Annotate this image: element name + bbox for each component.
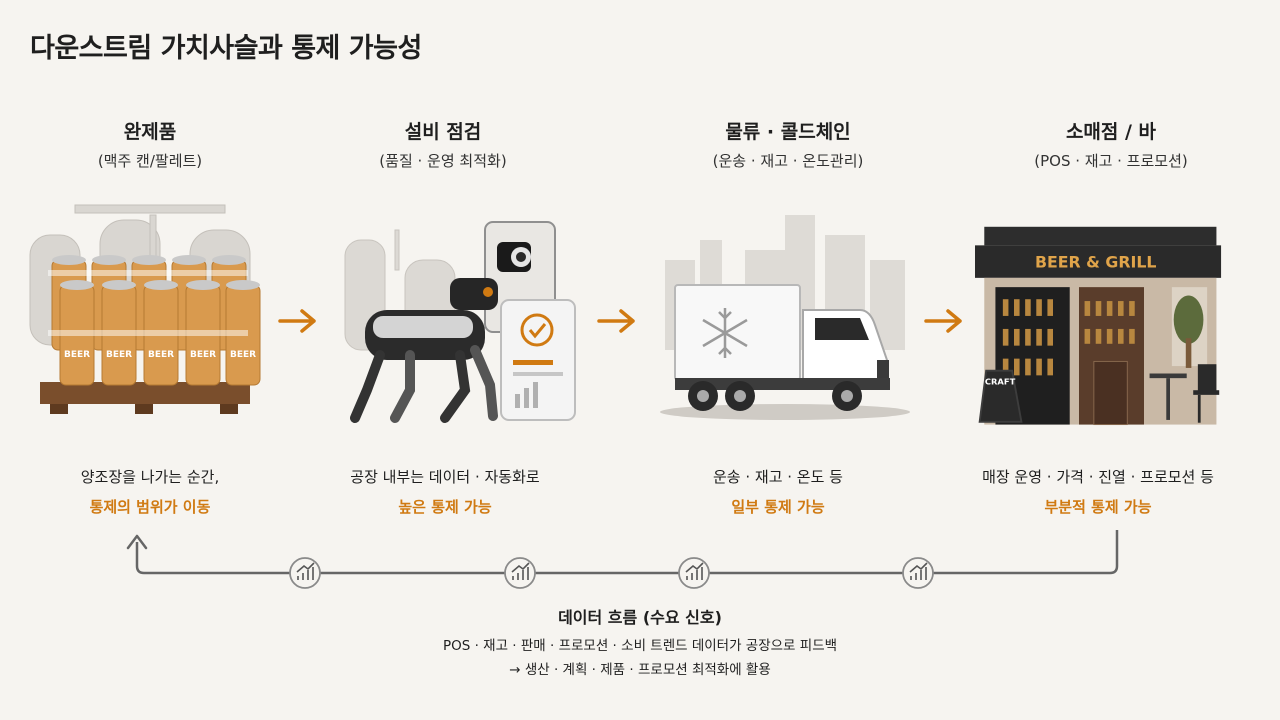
page-title: 다운스트림 가치사슬과 통제 가능성 — [30, 33, 422, 64]
caption-line: 양조장을 나가는 순간, — [80, 468, 220, 486]
stage-subtitle: (맥주 캔/팔레트) — [97, 152, 203, 170]
stage-caption: 양조장을 나가는 순간, 통제의 범위가 이동 — [0, 462, 300, 522]
can-lid — [144, 280, 178, 290]
stage-name: 설비 점검 — [404, 121, 482, 143]
can-lid — [60, 280, 94, 290]
stage-caption: 매장 운영 · 가격 · 진열 · 프로모션 등 부분적 통제 가능 — [948, 462, 1248, 522]
caption-highlight: 부분적 통제 가능 — [1044, 498, 1152, 516]
feedback-loop — [126, 530, 1119, 589]
stage-name: 물류 · 콜드체인 — [725, 121, 851, 143]
stage-name: 소매점 / 바 — [1065, 121, 1157, 143]
can-label: BEER — [230, 350, 256, 360]
arrow-right-icon — [278, 309, 316, 333]
stage-name: 완제품 — [123, 121, 177, 143]
can-label: BEER — [148, 350, 174, 360]
caption-line: 운송 · 재고 · 온도 등 — [713, 468, 843, 486]
stage-finished-goods: 완제품 (맥주 캔/팔레트) — [20, 118, 280, 171]
can-lid — [52, 255, 86, 265]
stage-logistics-coldchain: 물류 · 콜드체인 (운송 · 재고 · 온도관리) — [658, 118, 918, 171]
caption-highlight: 통제의 범위가 이동 — [89, 498, 211, 516]
can-label: BEER — [106, 350, 132, 360]
stage-caption: 운송 · 재고 · 온도 등 일부 통제 가능 — [628, 462, 928, 522]
checkmark-icon — [520, 313, 554, 347]
arrow-up-icon — [126, 534, 148, 550]
caption-line: 공장 내부는 데이터 · 자동화로 — [350, 468, 540, 486]
snowflake-icon — [702, 308, 748, 358]
stage-retail-bar: 소매점 / 바 (POS · 재고 · 프로모션) — [981, 118, 1241, 171]
stage-subtitle: (운송 · 재고 · 온도관리) — [712, 152, 864, 170]
chart-up-icon — [504, 557, 536, 589]
can-lid — [212, 255, 246, 265]
bar-storefront-illustration: BEER & GRILL CRAFT — [975, 226, 1222, 426]
arrow-right-icon — [597, 309, 635, 333]
can-lid — [226, 280, 260, 290]
store-sign: BEER & GRILL — [1035, 253, 1156, 272]
can-lid — [102, 280, 136, 290]
caption-highlight: 높은 통제 가능 — [398, 498, 492, 516]
robot-dog-illustration — [344, 221, 576, 423]
chalkboard-text: CRAFT — [985, 377, 1016, 387]
stage-subtitle: (POS · 재고 · 프로모션) — [1034, 152, 1188, 170]
chart-up-icon — [678, 557, 710, 589]
caption-line: 매장 운영 · 가격 · 진열 · 프로모션 등 — [982, 468, 1214, 486]
caption-highlight: 일부 통제 가능 — [731, 498, 825, 516]
data-flow-line: POS · 재고 · 판매 · 프로모션 · 소비 트렌드 데이터가 공장으로 … — [442, 638, 838, 654]
can-label: BEER — [190, 350, 216, 360]
data-flow-title: 데이터 흐름 (수요 신호) — [558, 608, 722, 627]
can-lid — [172, 255, 206, 265]
can-lid — [132, 255, 166, 265]
beer-pallet-illustration: BEER BEER BEER BEER BEER — [29, 204, 261, 414]
stage-caption: 공장 내부는 데이터 · 자동화로 높은 통제 가능 — [295, 462, 595, 522]
arrow-right-icon — [924, 309, 962, 333]
chart-up-icon — [902, 557, 934, 589]
chart-up-icon — [289, 557, 321, 589]
refrigerated-truck-illustration — [660, 215, 910, 420]
stage-subtitle: (품질 · 운영 최적화) — [379, 152, 507, 170]
data-flow-line: → 생산 · 계획 · 제품 · 프로모션 최적화에 활용 — [509, 662, 771, 678]
stage-equipment-inspection: 설비 점검 (품질 · 운영 최적화) — [313, 118, 573, 171]
can-lid — [92, 255, 126, 265]
can-label: BEER — [64, 350, 90, 360]
can-lid — [186, 280, 220, 290]
